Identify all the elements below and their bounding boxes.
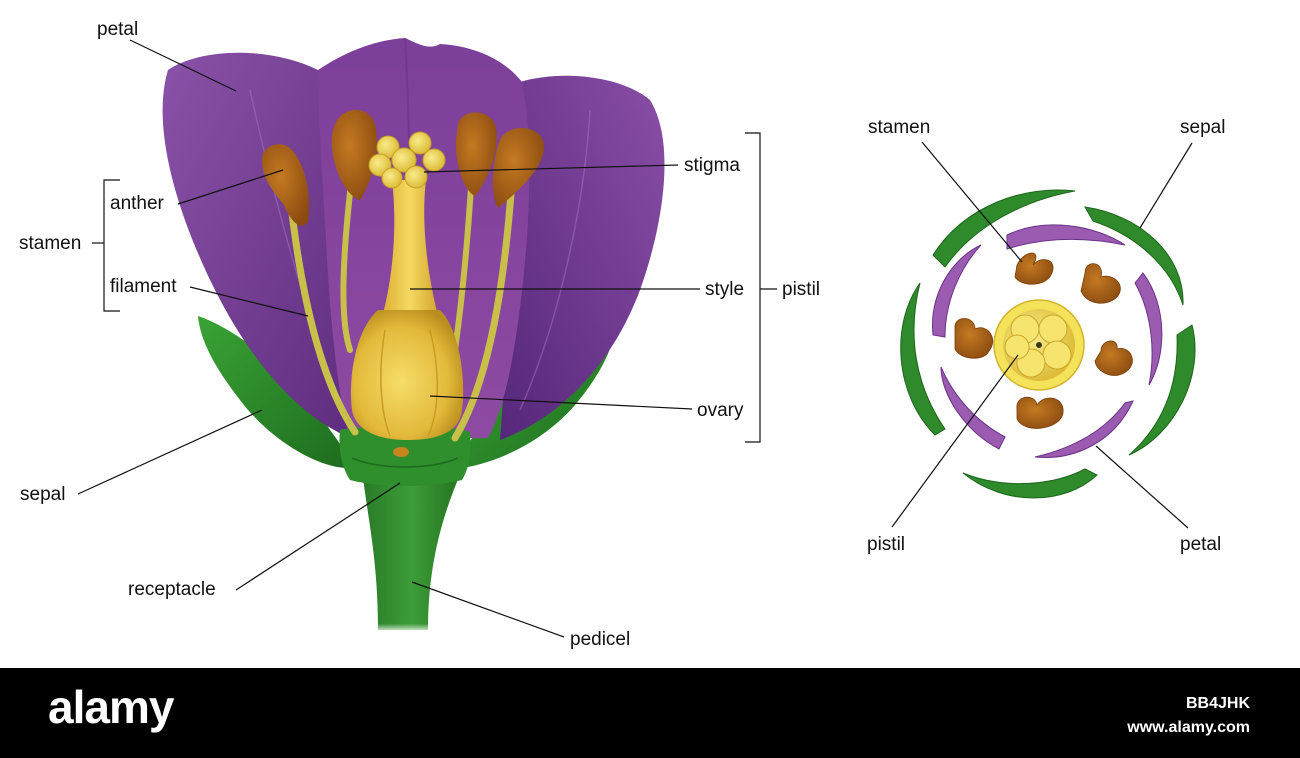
label-top-pistil: pistil (867, 534, 905, 555)
footer-bar: alamy BB4JHK www.alamy.com (0, 668, 1300, 758)
label-ovary: ovary (697, 400, 744, 421)
ovary-shape (351, 310, 463, 440)
site-url[interactable]: www.alamy.com (1127, 716, 1250, 740)
label-top-stamen: stamen (868, 117, 930, 138)
brand-logo[interactable]: alamy (48, 680, 173, 734)
label-style: style (705, 279, 744, 300)
image-id: BB4JHK (1127, 692, 1250, 716)
flower-diagram: petal stamen anther filament sepal recep… (0, 0, 1300, 668)
image-id-block: BB4JHK www.alamy.com (1127, 692, 1250, 740)
label-stigma: stigma (684, 155, 740, 176)
label-petal: petal (97, 19, 138, 40)
label-stamen: stamen (19, 233, 81, 254)
label-top-petal: petal (1180, 534, 1221, 555)
label-top-sepal: sepal (1180, 117, 1225, 138)
flower-side-view (163, 38, 665, 632)
label-receptacle: receptacle (128, 579, 216, 600)
label-filament: filament (110, 276, 177, 297)
top-pistil (994, 300, 1084, 390)
label-sepal: sepal (20, 484, 65, 505)
flower-top-view (901, 190, 1195, 498)
label-pedicel: pedicel (570, 629, 630, 650)
label-anther: anther (110, 193, 165, 214)
label-pistil: pistil (782, 279, 820, 300)
